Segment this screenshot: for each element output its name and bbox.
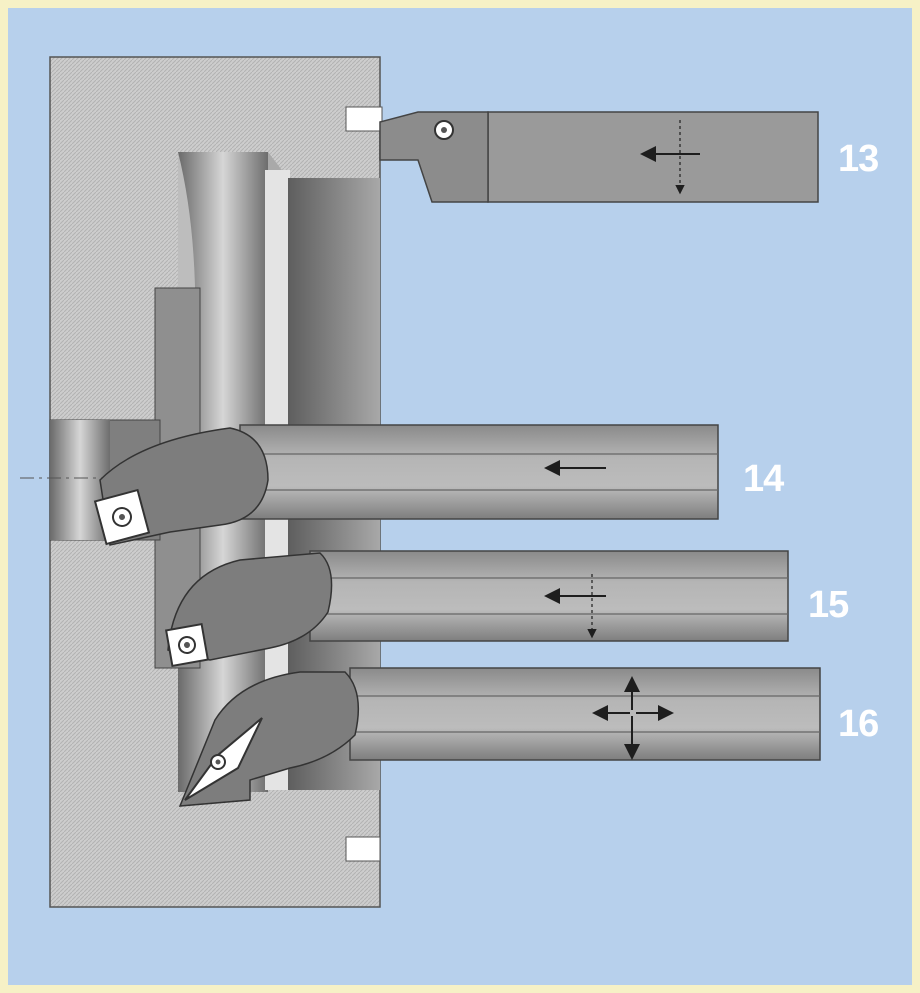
tool-number-label: 14: [743, 458, 784, 500]
tool-14: [93, 424, 719, 546]
tool-13: [379, 111, 819, 203]
tool-number-label: 16: [838, 703, 879, 745]
tool-number-label: 15: [808, 584, 849, 626]
tool-number-label: 13: [838, 138, 879, 180]
diagram-frame: 13 14 15 16: [8, 8, 912, 985]
tool-16: [178, 667, 821, 807]
tool-15: [164, 550, 789, 668]
boring-tools-diagram: [20, 56, 821, 908]
